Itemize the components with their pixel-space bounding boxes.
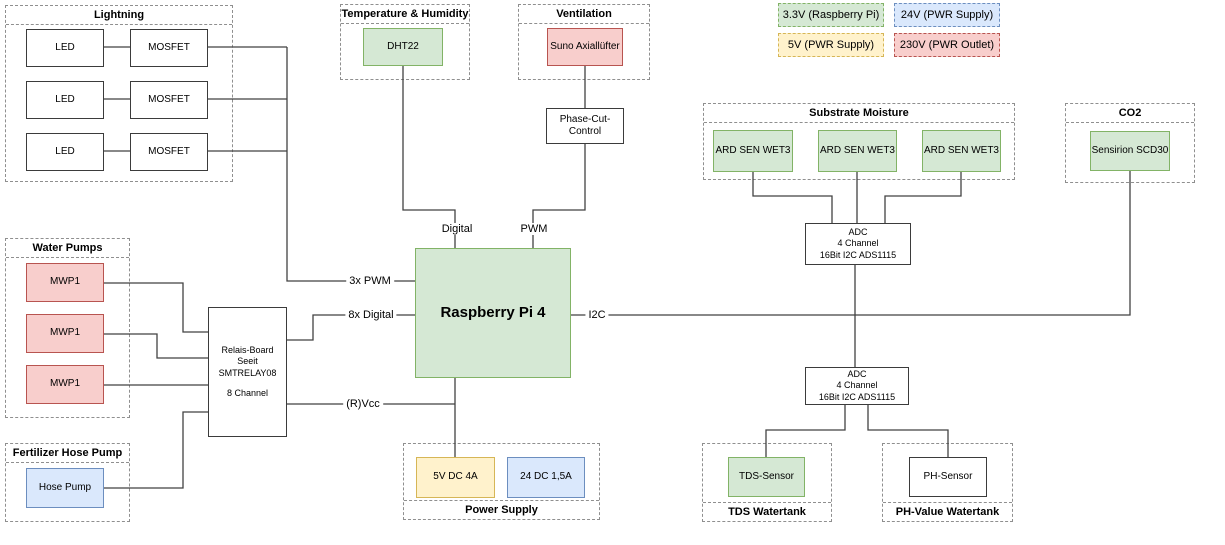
group-water-pumps: Water Pumps	[5, 238, 130, 418]
node-relay-board: Relais-Board Seeit SMTRELAY08 8 Channel	[208, 307, 287, 437]
legend-230v: 230V (PWR Outlet)	[894, 33, 1000, 57]
node-dht22: DHT22	[363, 28, 443, 66]
group-power-supply-title: Power Supply	[404, 500, 599, 519]
wire-label-8x-digital: 8x Digital	[345, 309, 397, 321]
group-ph-watertank-title: PH-Value Watertank	[883, 502, 1012, 521]
group-co2-title: CO2	[1066, 104, 1194, 123]
node-mosfet-2: MOSFET	[130, 81, 208, 119]
node-moisture-sensor-1: ARD SEN WET3	[713, 130, 793, 172]
node-moisture-sensor-3: ARD SEN WET3	[922, 130, 1001, 172]
node-ph-sensor: PH-Sensor	[909, 457, 987, 497]
node-water-pump-3: MWP1	[26, 365, 104, 404]
node-psu-5v: 5V DC 4A	[416, 457, 495, 498]
node-raspberry-pi-4: Raspberry Pi 4	[415, 248, 571, 378]
wire-label-3x-pwm: 3x PWM	[346, 275, 394, 287]
node-water-pump-1: MWP1	[26, 263, 104, 302]
group-water-pumps-title: Water Pumps	[6, 239, 129, 258]
node-led-1: LED	[26, 29, 104, 67]
node-adc-bottom: ADC 4 Channel 16Bit I2C ADS1115	[805, 367, 909, 405]
wire-label-i2c: I2C	[585, 309, 609, 321]
node-fan: Suno Axiallüfter	[547, 28, 623, 66]
group-ventilation: Ventilation	[518, 4, 650, 80]
wire-label-rvcc: (R)Vcc	[343, 398, 383, 410]
node-mosfet-1: MOSFET	[130, 29, 208, 67]
node-tds-sensor: TDS-Sensor	[728, 457, 805, 497]
group-fertilizer-hose-pump-title: Fertilizer Hose Pump	[6, 444, 129, 463]
wire-lightning-bus-3x-pwm	[286, 47, 415, 282]
group-lightning-title: Lightning	[6, 6, 232, 25]
legend-24v: 24V (PWR Supply)	[894, 3, 1000, 27]
node-water-pump-2: MWP1	[26, 314, 104, 353]
node-phase-cut-control: Phase-Cut-Control	[546, 108, 624, 144]
node-mosfet-3: MOSFET	[130, 133, 208, 171]
group-substrate-moisture-title: Substrate Moisture	[704, 104, 1014, 123]
group-temperature-humidity-title: Temperature & Humidity	[341, 5, 469, 24]
node-moisture-sensor-2: ARD SEN WET3	[818, 130, 897, 172]
group-tds-watertank-title: TDS Watertank	[703, 502, 831, 521]
node-adc-top: ADC 4 Channel 16Bit I2C ADS1115	[805, 223, 911, 265]
wire-dht22-digital	[402, 66, 456, 248]
node-psu-24v: 24 DC 1,5A	[507, 457, 585, 498]
group-power-supply: Power Supply	[403, 443, 600, 520]
wire-label-pwm: PWM	[517, 223, 551, 235]
group-lightning: Lightning	[5, 5, 233, 182]
legend-5v: 5V (PWR Supply)	[778, 33, 884, 57]
node-led-3: LED	[26, 133, 104, 171]
group-ventilation-title: Ventilation	[519, 5, 649, 24]
node-led-2: LED	[26, 81, 104, 119]
node-co2-sensor: Sensirion SCD30	[1090, 131, 1170, 171]
wire-label-digital: Digital	[438, 223, 476, 235]
legend-3v3: 3.3V (Raspberry Pi)	[778, 3, 884, 27]
node-hose-pump: Hose Pump	[26, 468, 104, 508]
